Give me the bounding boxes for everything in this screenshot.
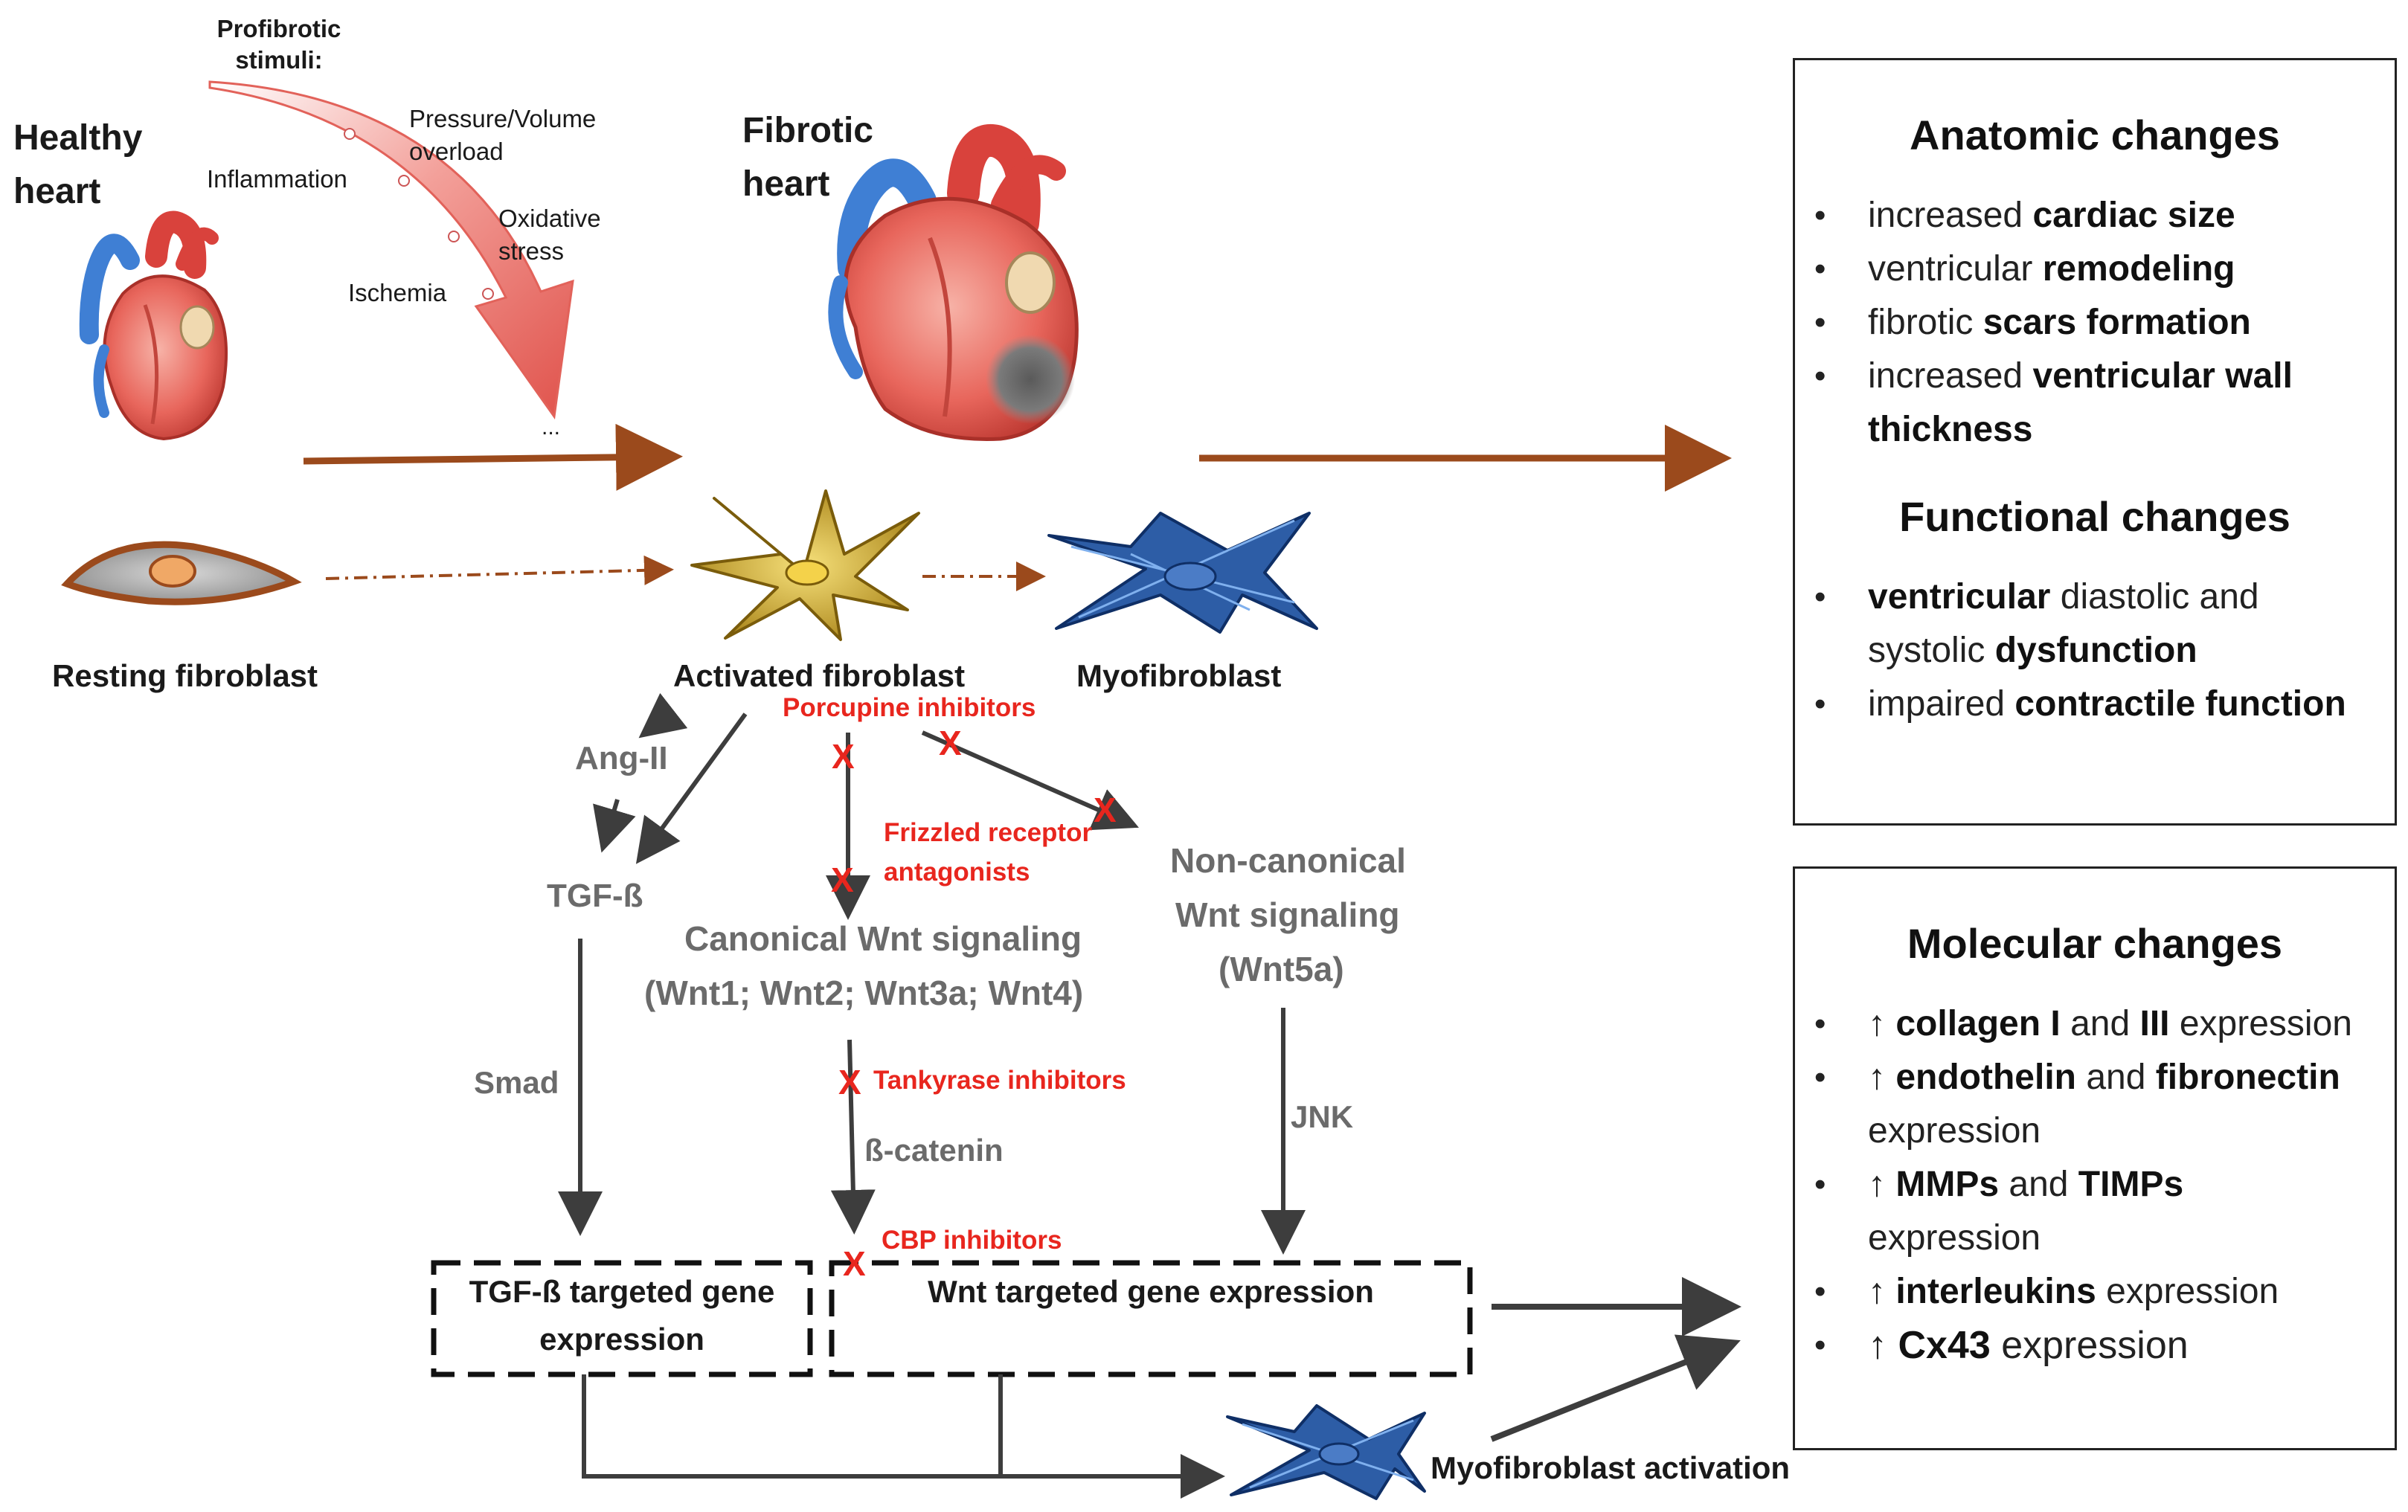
resting-to-activated-arrow bbox=[325, 555, 674, 585]
molecular-list: ↑ collagen I and III expression ↑ endoth… bbox=[1795, 997, 2395, 1372]
anatomic-item: fibrotic scars formation bbox=[1795, 296, 2395, 350]
bcatenin-label: ß-catenin bbox=[864, 1133, 1004, 1168]
frizzled-antagonists-label-line2: antagonists bbox=[884, 858, 1030, 887]
activated-fibroblast-cell bbox=[690, 489, 920, 641]
resting-fibroblast-cell bbox=[61, 541, 302, 605]
activated-to-angii-arrow bbox=[638, 692, 688, 739]
gene-to-activation-connector bbox=[582, 1374, 1001, 1479]
activated-to-noncanonical-arrow bbox=[921, 730, 1139, 831]
tgfb-label: TGF-ß bbox=[547, 878, 643, 914]
canonical-wnt-label-line1: Canonical Wnt signaling bbox=[684, 919, 1082, 958]
myofibroblast-activation-label: Myofibroblast activation bbox=[1431, 1450, 1791, 1485]
stimulus-ischemia: Ischemia bbox=[348, 279, 447, 306]
angii-label: Ang-II bbox=[575, 740, 668, 776]
anatomic-item: ventricular remodeling bbox=[1795, 242, 2395, 296]
canonical-wnt-label-line2: (Wnt1; Wnt2; Wnt3a; Wnt4) bbox=[644, 974, 1084, 1012]
smad-label: Smad bbox=[474, 1065, 559, 1100]
anatomic-item: increased cardiac size bbox=[1795, 189, 2395, 242]
up-arrow-icon: ↑ bbox=[1868, 1165, 1886, 1204]
molecular-item: ↑ interleukins expression bbox=[1795, 1265, 2395, 1319]
activated-to-tgfb-arrow bbox=[635, 712, 748, 864]
stimulus-inflammation: Inflammation bbox=[207, 165, 347, 193]
molecular-item: ↑ Cx43 expression bbox=[1795, 1319, 2395, 1372]
resting-fibroblast-label: Resting fibroblast bbox=[52, 658, 318, 693]
anatomic-functional-box: Anatomic changes increased cardiac size … bbox=[1793, 58, 2397, 826]
inhibition-mark: X bbox=[1094, 791, 1117, 829]
myofibroblast-label: Myofibroblast bbox=[1076, 658, 1282, 693]
tankyrase-inhibitors-label: Tankyrase inhibitors bbox=[873, 1066, 1126, 1095]
porcupine-inhibitors-label: Porcupine inhibitors bbox=[783, 693, 1036, 722]
functional-item: impaired contractile function bbox=[1795, 678, 2395, 731]
up-arrow-icon: ↑ bbox=[1868, 1058, 1886, 1097]
stimulus-ellipsis: ... bbox=[542, 415, 561, 440]
stimuli-title: Profibrotic stimuli: bbox=[216, 15, 341, 74]
stimuli-arrow bbox=[208, 80, 574, 419]
wnt-gene-label: Wnt targeted gene expression bbox=[928, 1274, 1374, 1309]
noncanonical-wnt-label-line2: Wnt signaling bbox=[1175, 895, 1400, 934]
myofibroblast-cell bbox=[1047, 512, 1318, 634]
up-arrow-icon: ↑ bbox=[1868, 1324, 1887, 1367]
inhibition-mark: X bbox=[843, 1244, 866, 1283]
fibrotic-heart-illustration bbox=[828, 123, 1079, 441]
inhibition-mark: X bbox=[832, 737, 855, 776]
molecular-item: ↑ collagen I and III expression bbox=[1795, 997, 2395, 1051]
jnk-label: JNK bbox=[1291, 1099, 1354, 1134]
cbp-inhibitors-label: CBP inhibitors bbox=[882, 1226, 1062, 1255]
inhibition-mark: X bbox=[838, 1063, 861, 1101]
healthy-to-fibrotic-arrow bbox=[303, 423, 683, 491]
tgf-gene-label-line1: TGF-ß targeted gene bbox=[469, 1274, 775, 1309]
stimulus-pressure-volume: Pressure/Volume overload bbox=[409, 105, 597, 165]
functional-title: Functional changes bbox=[1899, 493, 2290, 540]
inhibition-mark: X bbox=[939, 724, 962, 762]
molecular-title: Molecular changes bbox=[1907, 920, 2283, 967]
noncanonical-wnt-label-line3: (Wnt5a) bbox=[1219, 950, 1344, 988]
angii-to-tgfb-arrow bbox=[593, 799, 636, 853]
canonical-to-gene-arrow bbox=[830, 1039, 876, 1235]
frizzled-antagonists-label-line1: Frizzled receptor bbox=[884, 818, 1093, 847]
activated-fibroblast-label: Activated fibroblast bbox=[673, 658, 966, 693]
inhibition-mark: X bbox=[831, 860, 854, 899]
myofibroblast-activation-cell bbox=[1226, 1404, 1426, 1500]
wnt-gene-box bbox=[829, 1260, 1473, 1377]
healthy-heart-label: Healthy heart bbox=[13, 118, 143, 211]
noncanonical-wnt-label-line1: Non-canonical bbox=[1170, 841, 1406, 880]
anatomic-title: Anatomic changes bbox=[1910, 112, 2280, 158]
healthy-heart-illustration bbox=[79, 210, 228, 441]
up-arrow-icon: ↑ bbox=[1868, 1004, 1886, 1043]
activation-to-molecular-arrow bbox=[1490, 1334, 1741, 1442]
anatomic-list: increased cardiac size ventricular remod… bbox=[1795, 189, 2395, 457]
molecular-changes-box: Molecular changes ↑ collagen I and III e… bbox=[1793, 866, 2397, 1450]
up-arrow-icon: ↑ bbox=[1868, 1272, 1886, 1311]
fibrotic-heart-label: Fibrotic heart bbox=[742, 111, 873, 204]
stimulus-oxidative-stress: Oxidative stress bbox=[498, 205, 601, 265]
tgf-gene-label-line2: expression bbox=[539, 1322, 704, 1357]
